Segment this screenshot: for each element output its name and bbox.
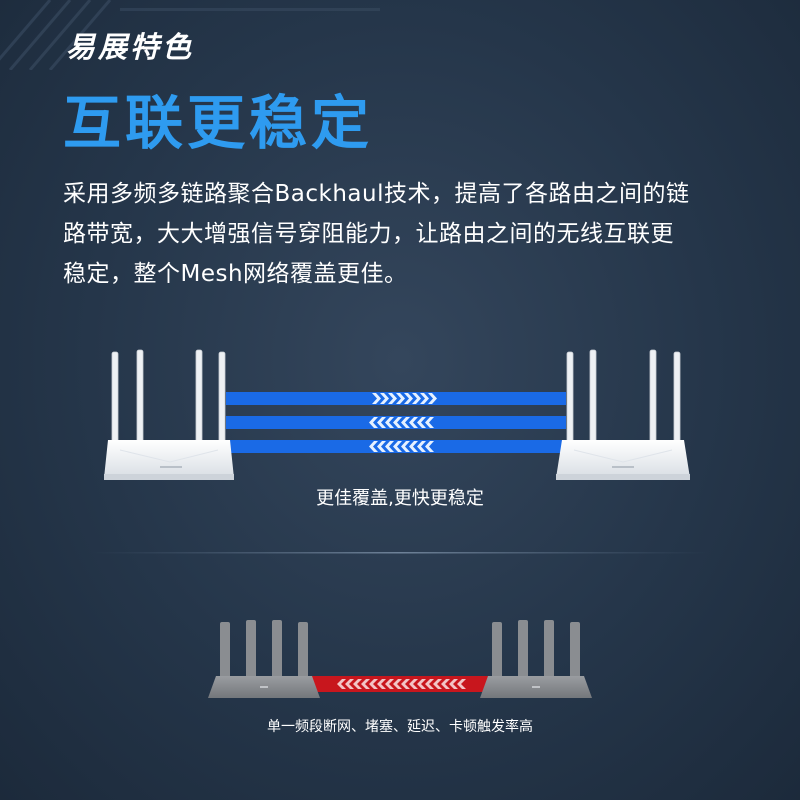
single-band-caption: 单一频段断网、堵塞、延迟、卡顿触发率高	[267, 719, 533, 735]
router-left-white	[104, 349, 234, 480]
hero-title: 互联更稳定	[63, 89, 374, 157]
feature-description: 采用多频多链路聚合Backhaul技术，提高了各路由之间的链 路带宽，大大增强信…	[63, 174, 753, 294]
router-right-white	[556, 349, 690, 480]
router-left-gray	[208, 620, 320, 698]
arrow-chevrons-left-icon	[337, 679, 466, 689]
arrow-chevrons-left-icon	[369, 417, 434, 428]
mesh-caption: 更佳覆盖,更快更稳定	[316, 488, 484, 509]
section-tag-title: 易展特色	[66, 30, 195, 64]
mesh-link-bands	[226, 392, 566, 453]
router-right-gray	[480, 620, 592, 698]
description-line: 稳定，整个Mesh网络覆盖更佳。	[63, 261, 408, 287]
description-line: 路带宽，大大增强信号穿阻能力，让路由之间的无线互联更	[63, 221, 674, 247]
arrow-chevrons-left-icon	[369, 441, 434, 452]
description-line: 采用多频多链路聚合Backhaul技术，提高了各路由之间的链	[63, 181, 690, 207]
arrow-chevrons-right-icon	[372, 393, 437, 404]
decorative-hatch	[0, 0, 380, 70]
link-band	[312, 676, 488, 692]
single-band-link	[312, 676, 488, 692]
section-divider	[90, 552, 710, 554]
